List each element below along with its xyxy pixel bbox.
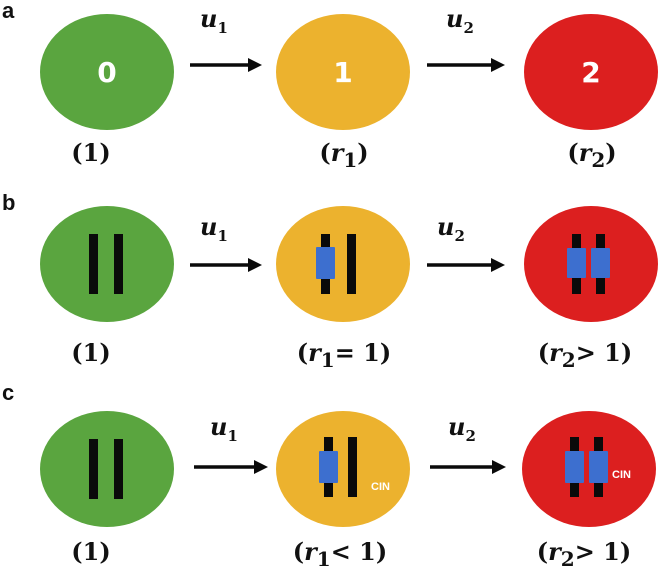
rate-u2-label: u2 xyxy=(448,412,476,445)
rate-u2-label: u2 xyxy=(446,4,474,37)
cin-label: CIN xyxy=(371,481,390,493)
transition-arrow xyxy=(194,460,268,474)
chromosome xyxy=(89,234,98,294)
mutation-band xyxy=(591,248,610,278)
transition-arrow xyxy=(427,258,505,272)
one-hit-cell-circle xyxy=(276,206,410,322)
normal-cell-circle xyxy=(40,206,174,322)
state-2-number: 2 xyxy=(581,55,601,89)
chromosome xyxy=(591,234,610,294)
state-1-circle: 1 xyxy=(276,14,410,130)
transition-arrow xyxy=(190,258,262,272)
chromosome xyxy=(589,437,608,497)
cin-two-hit-fitness-label: (r2> 1) xyxy=(536,537,632,571)
mutation-band xyxy=(319,451,338,483)
state-0-fitness-label: (1) xyxy=(71,138,111,167)
panel-c-letter: c xyxy=(2,380,15,405)
cin-one-hit-fitness-label: (r1< 1) xyxy=(292,537,388,571)
panel-b-letter: b xyxy=(2,190,16,215)
rate-u1-label: u1 xyxy=(200,212,228,245)
state-0-number: 0 xyxy=(97,55,117,89)
state-1-number: 1 xyxy=(333,55,353,89)
state-0-circle: 0 xyxy=(40,14,174,130)
normal-fitness-label: (1) xyxy=(71,338,111,367)
rate-u1-label: u1 xyxy=(210,412,238,445)
rate-u2-label: u2 xyxy=(437,212,465,245)
chromosome xyxy=(114,439,123,499)
mutation-band xyxy=(565,451,584,483)
chromosome xyxy=(319,437,338,497)
cin-two-hit-cell-circle: CIN xyxy=(522,411,656,527)
two-hit-cell-circle xyxy=(524,206,658,322)
two-hit-fitness-label: (r2> 1) xyxy=(537,338,633,372)
transition-arrow xyxy=(430,460,506,474)
chromosome xyxy=(347,234,356,294)
chromosome xyxy=(565,437,584,497)
chromosome xyxy=(114,234,123,294)
cin-label: CIN xyxy=(612,469,631,481)
mutation-band xyxy=(316,247,335,279)
cin-one-hit-cell-circle: CIN xyxy=(276,411,410,527)
normal-cell-circle xyxy=(40,411,174,527)
mutation-band xyxy=(567,248,586,278)
rate-u1-label: u1 xyxy=(200,4,228,37)
state-1-fitness-label: (r1) xyxy=(319,138,369,172)
mutation-band xyxy=(589,451,608,483)
chromosome xyxy=(316,234,335,294)
state-2-fitness-label: (r2) xyxy=(567,138,617,172)
panel-a-letter: a xyxy=(2,0,15,23)
normal-fitness-label: (1) xyxy=(71,537,111,566)
chromosome xyxy=(89,439,98,499)
one-hit-fitness-label: (r1= 1) xyxy=(296,338,392,372)
chromosome xyxy=(348,437,357,497)
transition-arrow xyxy=(427,58,505,72)
transition-arrow xyxy=(190,58,262,72)
chromosome xyxy=(567,234,586,294)
state-2-circle: 2 xyxy=(524,14,658,130)
